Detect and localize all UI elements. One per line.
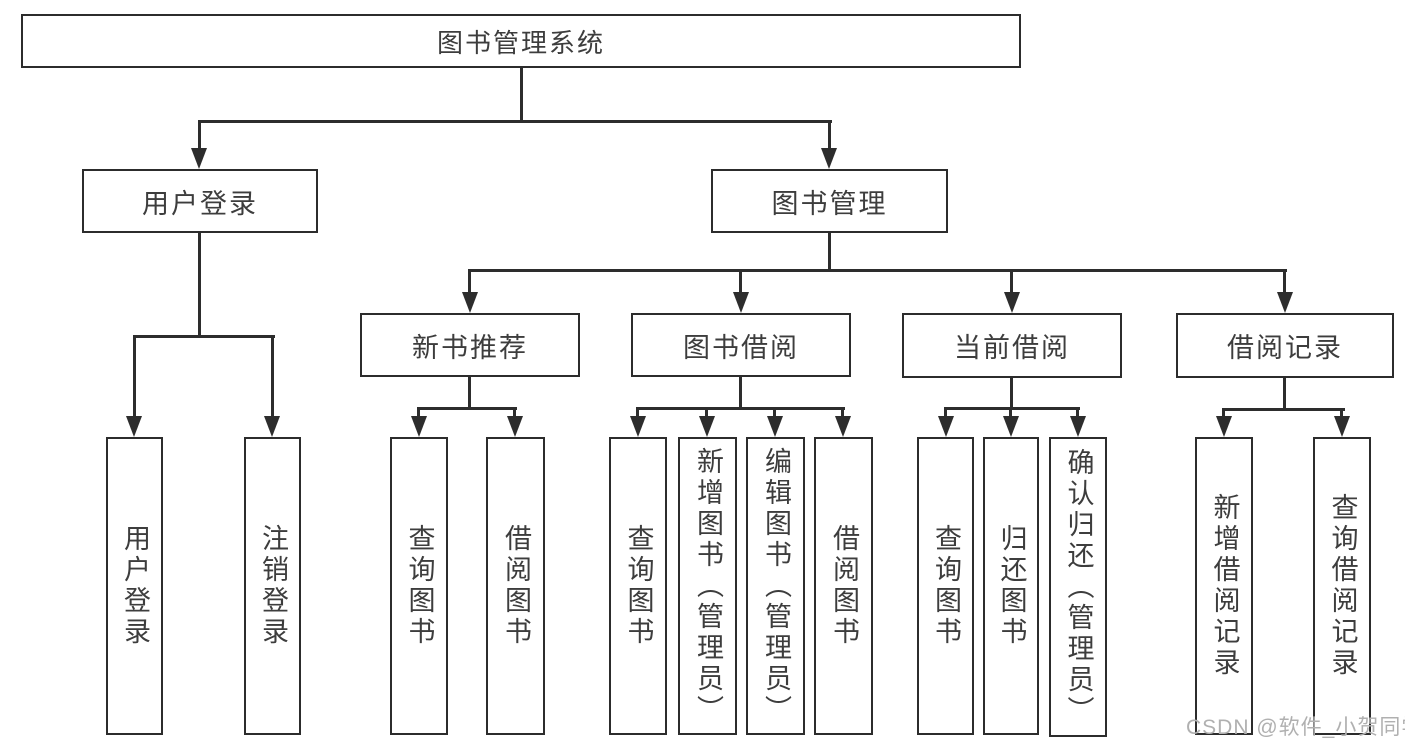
leaf-label: 编辑图书（管理员） <box>761 446 791 726</box>
node-new-book-recommend: 新书推荐 <box>360 313 580 377</box>
node-logout: 注销登录 <box>244 437 301 735</box>
node-query-books-recommend: 查询图书 <box>390 437 448 735</box>
leaf-label: 查询图书 <box>623 524 654 648</box>
node-book-borrowing: 图书借阅 <box>631 313 851 377</box>
connector-line <box>828 120 831 150</box>
node-add-book-admin: 新增图书（管理员） <box>678 437 737 735</box>
leaf-label: 归还图书 <box>996 524 1027 648</box>
connector-line <box>1010 269 1013 295</box>
arrowhead-down-icon <box>733 292 749 313</box>
connector-line <box>1076 407 1079 418</box>
connector-line <box>705 407 708 418</box>
connector-line <box>133 335 136 418</box>
arrowhead-down-icon <box>264 416 280 437</box>
leaf-label: 查询图书 <box>404 524 435 648</box>
connector-line <box>944 407 1080 410</box>
leaf-label: 注销登录 <box>258 524 288 648</box>
arrowhead-down-icon <box>767 416 783 437</box>
node-query-books-borrow: 查询图书 <box>609 437 667 735</box>
node-borrow-books-recommend: 借阅图书 <box>486 437 545 735</box>
connector-line <box>468 269 471 295</box>
connector-line <box>636 407 845 410</box>
node-return-books: 归还图书 <box>983 437 1039 735</box>
connector-line <box>828 233 831 272</box>
leaf-label: 新增借阅记录 <box>1209 493 1240 679</box>
connector-line <box>417 407 517 410</box>
connector-line <box>271 335 274 418</box>
connector-line <box>133 335 275 338</box>
arrowhead-down-icon <box>1216 416 1232 437</box>
arrowhead-down-icon <box>411 416 427 437</box>
arrowhead-down-icon <box>1003 416 1019 437</box>
arrowhead-down-icon <box>938 416 954 437</box>
leaf-label: 借阅图书 <box>829 524 859 648</box>
arrowhead-down-icon <box>507 416 523 437</box>
connector-line <box>739 377 742 410</box>
arrowhead-down-icon <box>699 416 715 437</box>
leaf-label: 查询图书 <box>931 524 961 648</box>
node-add-borrow-record: 新增借阅记录 <box>1195 437 1253 735</box>
connector-line <box>469 269 1287 272</box>
arrowhead-down-icon <box>126 416 142 437</box>
arrowhead-down-icon <box>1070 416 1086 437</box>
connector-line <box>1223 408 1345 411</box>
arrowhead-down-icon <box>835 416 851 437</box>
arrowhead-down-icon <box>630 416 646 437</box>
connector-line <box>198 233 201 338</box>
connector-line <box>1340 408 1343 418</box>
arrowhead-down-icon <box>821 148 837 169</box>
connector-line <box>1010 377 1013 410</box>
node-library-system: 图书管理系统 <box>21 14 1021 68</box>
node-confirm-return-admin: 确认归还（管理员） <box>1049 437 1107 737</box>
leaf-label: 新增图书（管理员） <box>693 446 723 726</box>
arrowhead-down-icon <box>1004 292 1020 313</box>
connector-line <box>468 377 471 410</box>
connector-line <box>1009 407 1012 418</box>
connector-line <box>198 120 832 123</box>
connector-line <box>1222 408 1225 418</box>
node-user-login-leaf: 用户登录 <box>106 437 163 735</box>
leaf-label: 确认归还（管理员） <box>1063 447 1094 727</box>
node-user-login: 用户登录 <box>82 169 318 233</box>
connector-line <box>513 407 516 418</box>
leaf-label: 查询借阅记录 <box>1327 493 1358 679</box>
connector-line <box>773 407 776 418</box>
connector-line <box>636 407 639 418</box>
connector-line <box>1283 269 1286 295</box>
node-query-borrow-record: 查询借阅记录 <box>1313 437 1371 735</box>
connector-line <box>520 68 523 123</box>
node-edit-book-admin: 编辑图书（管理员） <box>746 437 805 735</box>
node-borrow-books-leaf: 借阅图书 <box>814 437 873 735</box>
leaf-label: 借阅图书 <box>501 524 531 648</box>
node-book-management: 图书管理 <box>711 169 948 233</box>
arrowhead-down-icon <box>1277 292 1293 313</box>
connector-line <box>944 407 947 418</box>
node-borrowing-records: 借阅记录 <box>1176 313 1394 378</box>
connector-line <box>417 407 420 418</box>
connector-line <box>198 120 201 150</box>
arrowhead-down-icon <box>1334 416 1350 437</box>
connector-line <box>1283 377 1286 411</box>
arrowhead-down-icon <box>191 148 207 169</box>
watermark-text: CSDN @软件_小贺同学 <box>1186 716 1405 739</box>
connector-line <box>739 269 742 295</box>
leaf-label: 用户登录 <box>120 524 150 648</box>
node-current-borrowing: 当前借阅 <box>902 313 1122 378</box>
node-query-books-current: 查询图书 <box>917 437 974 735</box>
arrowhead-down-icon <box>462 292 478 313</box>
connector-line <box>841 407 844 418</box>
